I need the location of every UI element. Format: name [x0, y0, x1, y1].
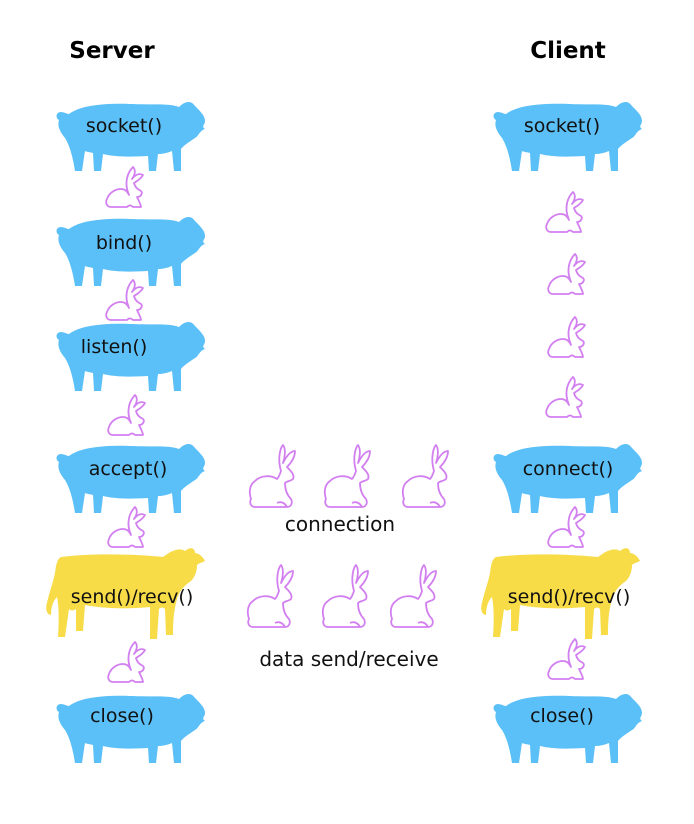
connection-label: connection — [284, 512, 396, 536]
middle-rabbit-icon-0 — [248, 444, 296, 508]
data-exchange-label: data send/receive — [259, 647, 439, 671]
client-flow-rabbit-icon-4 — [547, 506, 586, 548]
client-flow-rabbit-icon-0 — [545, 191, 584, 233]
server-step-sendrecv: send()/recv() — [70, 586, 194, 608]
client-header: Client — [530, 38, 606, 64]
server-flow-rabbit-icon-2 — [107, 394, 146, 436]
client-flow-rabbit-icon-2 — [547, 316, 586, 358]
server-flow-rabbit-icon-3 — [107, 506, 146, 548]
server-flow-rabbit-icon-1 — [105, 279, 144, 321]
client-step-sendrecv: send()/recv() — [507, 586, 631, 608]
server-step-accept: accept() — [88, 458, 168, 480]
middle-rabbit-icon-3 — [246, 564, 294, 628]
client-step-close: close() — [530, 705, 594, 727]
client-flow-rabbit-icon-3 — [545, 376, 584, 418]
server-step-bind: bind() — [95, 232, 153, 254]
middle-rabbit-icon-4 — [321, 564, 369, 628]
client-step-socket: socket() — [523, 115, 601, 137]
client-flow-rabbit-icon-5 — [547, 638, 586, 680]
middle-rabbit-icon-5 — [389, 564, 437, 628]
server-flow-rabbit-icon-0 — [105, 166, 144, 208]
server-step-listen: listen() — [80, 336, 148, 358]
server-step-socket: socket() — [85, 115, 163, 137]
middle-rabbit-icon-2 — [401, 444, 449, 508]
server-header: Server — [69, 38, 155, 64]
server-step-close: close() — [90, 705, 154, 727]
server-flow-rabbit-icon-4 — [107, 641, 146, 683]
client-flow-rabbit-icon-1 — [547, 253, 586, 295]
client-step-connect: connect() — [522, 458, 614, 480]
middle-rabbit-icon-1 — [323, 444, 371, 508]
